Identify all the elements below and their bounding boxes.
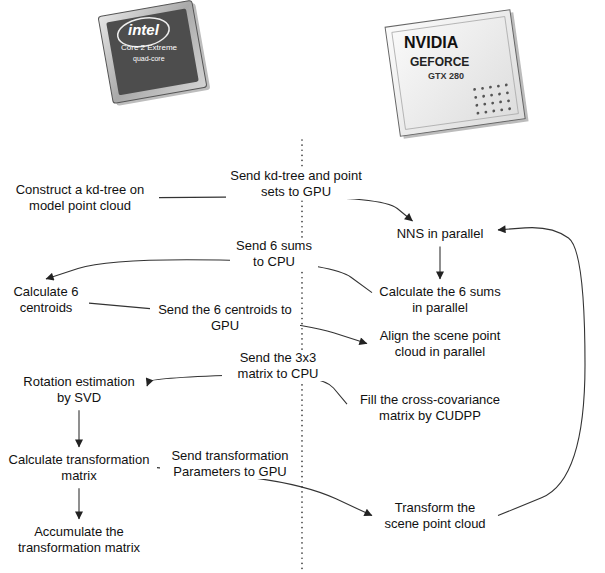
- process-step: Rotation estimation by SVD: [14, 372, 144, 407]
- process-step: Transform the scene point cloud: [375, 498, 495, 533]
- process-step: Align the scene point cloud in parallel: [370, 326, 510, 361]
- edge-label: Send the 3x3 matrix to CPU: [222, 350, 334, 381]
- flow-arrow: [159, 197, 413, 221]
- gpu-chip: [385, 9, 528, 139]
- process-step: Calculate transformation matrix: [4, 450, 154, 485]
- step-text: NNS in parallel: [388, 226, 492, 242]
- chip-package: [98, 0, 207, 103]
- chip-label: NVIDIA: [404, 34, 458, 52]
- step-text: Calculate transformation matrix: [7, 452, 151, 483]
- process-step: NNS in parallel: [385, 224, 495, 244]
- step-text: Align the scene point cloud in parallel: [373, 328, 507, 359]
- step-text: Transform the scene point cloud: [378, 500, 492, 531]
- step-text: Rotation estimation by SVD: [17, 374, 141, 405]
- step-text: Calculate 6 centroids: [9, 284, 83, 315]
- chip-label: GEFORCE: [410, 56, 469, 69]
- chip-die: [106, 8, 199, 95]
- process-step: Construct a kd-tree on model point cloud: [4, 180, 156, 215]
- step-text: Construct a kd-tree on model point cloud: [7, 182, 153, 213]
- step-text: Fill the cross-covariance matrix by CUDP…: [353, 392, 507, 423]
- chip-package: [385, 10, 525, 136]
- flow-arrow: [46, 260, 372, 293]
- flow-arrow: [78, 410, 79, 447]
- edge-label: Send the 6 centroids to GPU: [150, 302, 300, 333]
- edge-label: Send kd-tree and point sets to GPU: [226, 168, 366, 199]
- process-step: Accumulate the transformation matrix: [4, 522, 154, 557]
- edge-label: Send transformation Parameters to GPU: [160, 448, 300, 479]
- flow-arrow: [439, 247, 440, 279]
- chip-label: Core 2 Extreme: [121, 44, 177, 53]
- step-text: Accumulate the transformation matrix: [7, 524, 151, 555]
- process-step: Calculate the 6 sums in parallel: [375, 282, 505, 317]
- flow-arrow: [78, 488, 79, 519]
- chip-inset: [392, 17, 519, 130]
- cpu-chip: [98, 0, 210, 106]
- chip-label: GTX 280: [428, 72, 464, 82]
- edge-label: Send 6 sums to CPU: [230, 238, 318, 269]
- flow-arrow: [498, 228, 585, 516]
- step-text: Calculate the 6 sums in parallel: [378, 284, 502, 315]
- process-step: Calculate 6 centroids: [6, 282, 86, 317]
- process-step: Fill the cross-covariance matrix by CUDP…: [350, 390, 510, 425]
- pin-grid: [473, 83, 511, 114]
- chip-label: quad-core: [133, 55, 165, 63]
- chip-label: intel: [128, 22, 159, 39]
